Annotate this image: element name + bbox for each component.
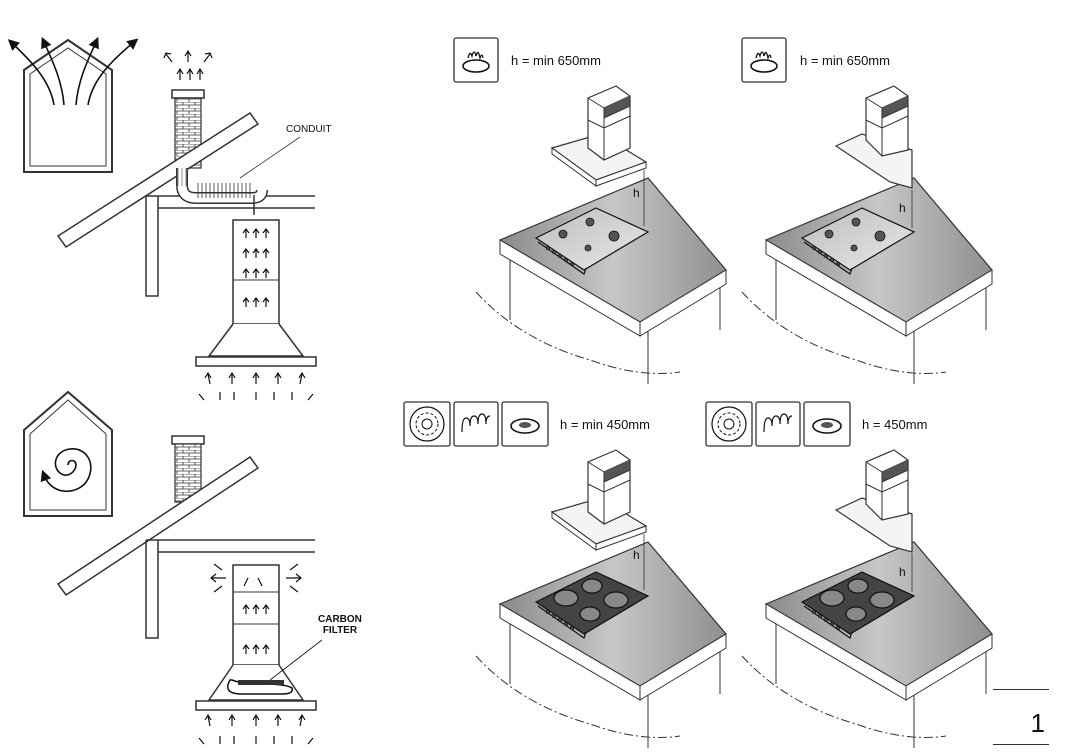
radiant-hob-icon [705,401,753,447]
carbon-filter-line1: CARBON [318,614,362,625]
house-extraction-icon [7,36,139,173]
height-marker: h [633,186,640,200]
electric-icons-left [403,401,549,447]
induction-plate-icon [803,401,851,447]
island-hood-scene-electric [475,449,727,748]
height-marker: h [899,201,906,215]
gas-height-label-2: h = min 650mm [800,53,890,68]
gas-burner-icon [453,37,499,83]
gas-height-label-1: h = min 650mm [511,53,601,68]
recirculation-diagram [23,390,323,745]
conduit-label: CONDUIT [286,124,332,135]
halogen-coil-icon [453,401,499,447]
island-hood-scene-electric-angled [741,449,993,748]
page-number-rule-top [993,689,1049,690]
radiant-hob-icon [403,401,451,447]
island-hood-scene-gas-angled [741,85,993,384]
page-number: 1 [1030,708,1045,738]
electric-height-label-1: h = min 450mm [560,417,650,432]
height-marker: h [899,565,906,579]
page-number-rule-bottom [993,744,1049,745]
halogen-coil-icon [755,401,801,447]
island-hood-scene-gas [475,85,727,384]
electric-height-label-2: h = 450mm [862,417,928,432]
electric-icons-right [705,401,851,447]
height-marker: h [633,548,640,562]
house-recirculation-icon [23,390,113,517]
side-exhaust-arrows [210,563,302,593]
gas-burner-icon [741,37,787,83]
exhaust-arrows [163,49,213,80]
induction-plate-icon [501,401,549,447]
carbon-filter-label: CARBON FILTER [318,614,362,636]
carbon-filter-line2: FILTER [322,625,358,636]
ducted-extraction-diagram [7,36,317,401]
